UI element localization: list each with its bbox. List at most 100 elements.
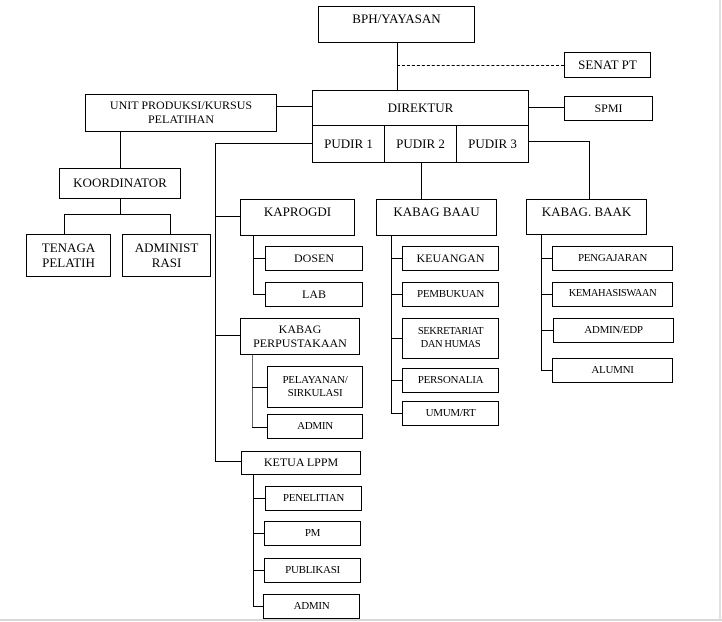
node-label: KAPROGDI xyxy=(263,204,332,219)
node-label: LAB xyxy=(302,286,326,301)
node-publikasi: PUBLIKASI xyxy=(264,558,361,583)
node-pudir-3: PUDIR 3 xyxy=(456,126,528,162)
node-label: PERSONALIA xyxy=(417,374,484,387)
node-tenaga-pelatih: TENAGA PELATIH xyxy=(26,234,111,277)
pudir-row: PUDIR 1 PUDIR 2 PUDIR 3 xyxy=(313,126,528,162)
node-label: ALUMNI xyxy=(591,364,634,377)
image-edge-bottom xyxy=(0,619,722,621)
node-kemahasiswaan: KEMAHASISWAAN xyxy=(552,282,673,307)
node-koordinator: KOORDINATOR xyxy=(59,168,181,199)
trunk-baau xyxy=(391,235,392,413)
direktur-title: DIREKTUR xyxy=(313,91,528,126)
node-label: KABAG PERPUSTAKAAN xyxy=(253,321,347,350)
node-bph-yayasan: BPH/YAYASAN xyxy=(318,6,475,43)
connector-lppm-admin xyxy=(253,606,263,607)
connector-senat-dashed xyxy=(397,65,564,66)
connector-personalia xyxy=(391,380,402,381)
connector-publikasi xyxy=(253,570,264,571)
node-ketua-lppm: KETUA LPPM xyxy=(241,451,361,475)
connector-pudir3-down xyxy=(589,141,590,199)
connector-lppm xyxy=(215,461,241,462)
node-personalia: PERSONALIA xyxy=(402,368,499,393)
node-label: DOSEN xyxy=(293,250,334,265)
node-label: PENGAJARAN xyxy=(577,252,648,265)
node-admin-edp: ADMIN/EDP xyxy=(553,318,674,343)
node-kabag-baak: KABAG. BAAK xyxy=(526,199,647,235)
node-lab: LAB xyxy=(265,282,363,307)
node-label: UNIT PRODUKSI/KURSUS PELATIHAN xyxy=(109,98,253,126)
connector-perpustakaan xyxy=(215,335,240,336)
node-keuangan: KEUANGAN xyxy=(402,246,499,271)
connector-sekretariat xyxy=(391,338,402,339)
connector-umum xyxy=(391,413,402,414)
node-pelayanan-sirkulasi: PELAYANAN/ SIRKULASI xyxy=(267,366,363,408)
node-spmi: SPMI xyxy=(564,96,653,121)
connector-direktur-spmi xyxy=(528,107,564,108)
connector-pelayanan xyxy=(252,387,267,388)
trunk-kaprogdi xyxy=(253,235,254,294)
node-label: PENELITIAN xyxy=(282,492,345,505)
node-label: PELAYANAN/ SIRKULASI xyxy=(282,374,348,399)
node-pengajaran: PENGAJARAN xyxy=(552,246,673,271)
node-kabag-baau: KABAG BAAU xyxy=(376,199,497,236)
connector-pm xyxy=(253,533,264,534)
node-kaprogdi: KAPROGDI xyxy=(240,199,355,236)
node-direktur: DIREKTUR PUDIR 1 PUDIR 2 PUDIR 3 xyxy=(312,90,529,163)
connector-koordinator-branch xyxy=(64,214,171,215)
connector-pengajaran xyxy=(541,258,552,259)
node-label: TENAGA PELATIH xyxy=(41,239,96,270)
connector-pembukuan xyxy=(391,294,402,295)
node-label: KETUA LPPM xyxy=(263,455,339,470)
node-perpustakaan-admin: ADMIN xyxy=(267,414,363,439)
connector-pudir1 xyxy=(215,143,312,144)
node-label: ADMIN xyxy=(293,600,330,613)
node-label: BPH/YAYASAN xyxy=(352,11,441,26)
node-pm: PM xyxy=(264,521,361,546)
node-kabag-perpustakaan: KABAG PERPUSTAKAAN xyxy=(240,318,360,355)
node-dosen: DOSEN xyxy=(265,246,363,271)
connector-admin-edp xyxy=(541,330,553,331)
connector-direktur-unit xyxy=(276,106,312,107)
node-label: SEKRETARIAT DAN HUMAS xyxy=(417,326,484,350)
node-label: KEMAHASISWAAN xyxy=(568,288,657,300)
connector-unit-koordinator xyxy=(120,131,121,168)
trunk-lppm xyxy=(253,474,254,607)
node-label: SENAT PT xyxy=(578,56,637,72)
connector-kaprogdi xyxy=(215,216,240,217)
node-label: KEUANGAN xyxy=(416,250,485,265)
connector-perpus-admin xyxy=(252,427,267,428)
node-umum-rt: UMUM/RT xyxy=(402,401,499,426)
node-lppm-admin: ADMIN xyxy=(263,594,360,619)
node-label: PUBLIKASI xyxy=(285,564,340,577)
connector-kemahasiswaan xyxy=(541,294,552,295)
connector-pudir3 xyxy=(528,141,589,142)
node-label: KABAG BAAU xyxy=(393,204,480,219)
node-sekretariat-humas: SEKRETARIAT DAN HUMAS xyxy=(402,318,499,359)
node-pudir-1: PUDIR 1 xyxy=(324,136,373,151)
node-label: PM xyxy=(304,527,321,540)
node-pembukuan: PEMBUKUAN xyxy=(402,282,499,307)
node-alumni: ALUMNI xyxy=(552,358,673,383)
node-label: ADMIN/EDP xyxy=(584,324,643,337)
connector-dosen xyxy=(253,258,265,259)
connector-administ xyxy=(170,214,171,234)
node-pudir-2: PUDIR 2 xyxy=(384,126,456,162)
node-unit-produksi: UNIT PRODUKSI/KURSUS PELATIHAN xyxy=(85,94,277,132)
connector-lab xyxy=(253,294,265,295)
node-penelitian: PENELITIAN xyxy=(265,486,362,511)
node-label: ADMIN xyxy=(297,420,333,433)
connector-keuangan xyxy=(391,258,402,259)
trunk-pudir1 xyxy=(215,143,216,461)
node-label: UMUM/RT xyxy=(425,407,476,420)
connector-alumni xyxy=(541,370,552,371)
trunk-baak xyxy=(541,234,542,370)
connector-koordinator-down xyxy=(120,198,121,214)
node-label: PEMBUKUAN xyxy=(417,288,484,301)
node-label: KABAG. BAAK xyxy=(541,204,632,219)
node-label: KOORDINATOR xyxy=(73,175,167,191)
node-administrasi: ADMINIST RASI xyxy=(122,234,211,277)
connector-penelitian xyxy=(253,498,265,499)
node-label: SPMI xyxy=(594,100,623,115)
node-label: ADMINIST RASI xyxy=(134,239,199,270)
